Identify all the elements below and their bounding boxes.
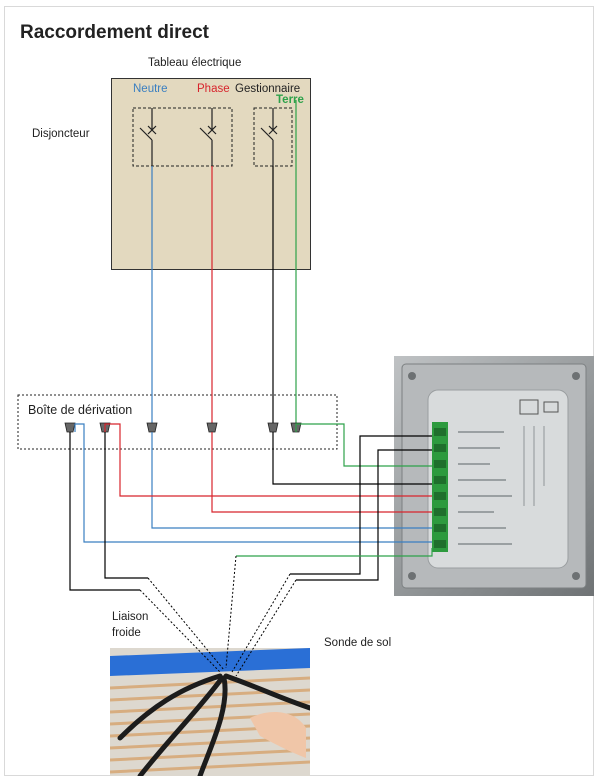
boite-label: Boîte de dérivation — [28, 403, 133, 417]
terre-to-thermostat — [295, 423, 432, 467]
floor-heating-photo — [110, 648, 310, 776]
phase-to-cable — [104, 423, 432, 497]
junction-box — [17, 394, 338, 450]
connectors — [64, 422, 302, 433]
neutre-to-cable — [74, 423, 432, 543]
neutre-label: Neutre — [133, 83, 168, 95]
phase-label: Phase — [197, 83, 230, 95]
gestionnaire-label: Gestionnaire — [235, 83, 301, 95]
electrical-panel — [111, 78, 311, 270]
cable-black-left — [69, 432, 140, 591]
page-title: Raccordement direct — [20, 22, 210, 43]
phase-to-thermostat — [211, 432, 432, 513]
sonde-label: Sonde de sol — [324, 637, 392, 649]
probe-wire-2 — [296, 449, 432, 581]
froide-label: froide — [112, 627, 141, 639]
liaison-label: Liaison — [112, 611, 149, 623]
tableau-label: Tableau électrique — [148, 57, 242, 69]
breaker-switches — [139, 108, 278, 166]
breaker-box-main — [132, 107, 233, 167]
terre-to-cable — [236, 548, 433, 557]
disjoncteur-label: Disjoncteur — [32, 128, 90, 140]
thermostat-illustration — [401, 363, 587, 589]
cable-black-left-2 — [104, 432, 148, 579]
terre-label: Terre — [276, 94, 304, 106]
gestionnaire-to-thermostat — [272, 432, 432, 485]
dotted-leads — [139, 555, 297, 677]
probe-wire-1 — [290, 435, 432, 575]
neutre-to-thermostat — [151, 432, 432, 529]
